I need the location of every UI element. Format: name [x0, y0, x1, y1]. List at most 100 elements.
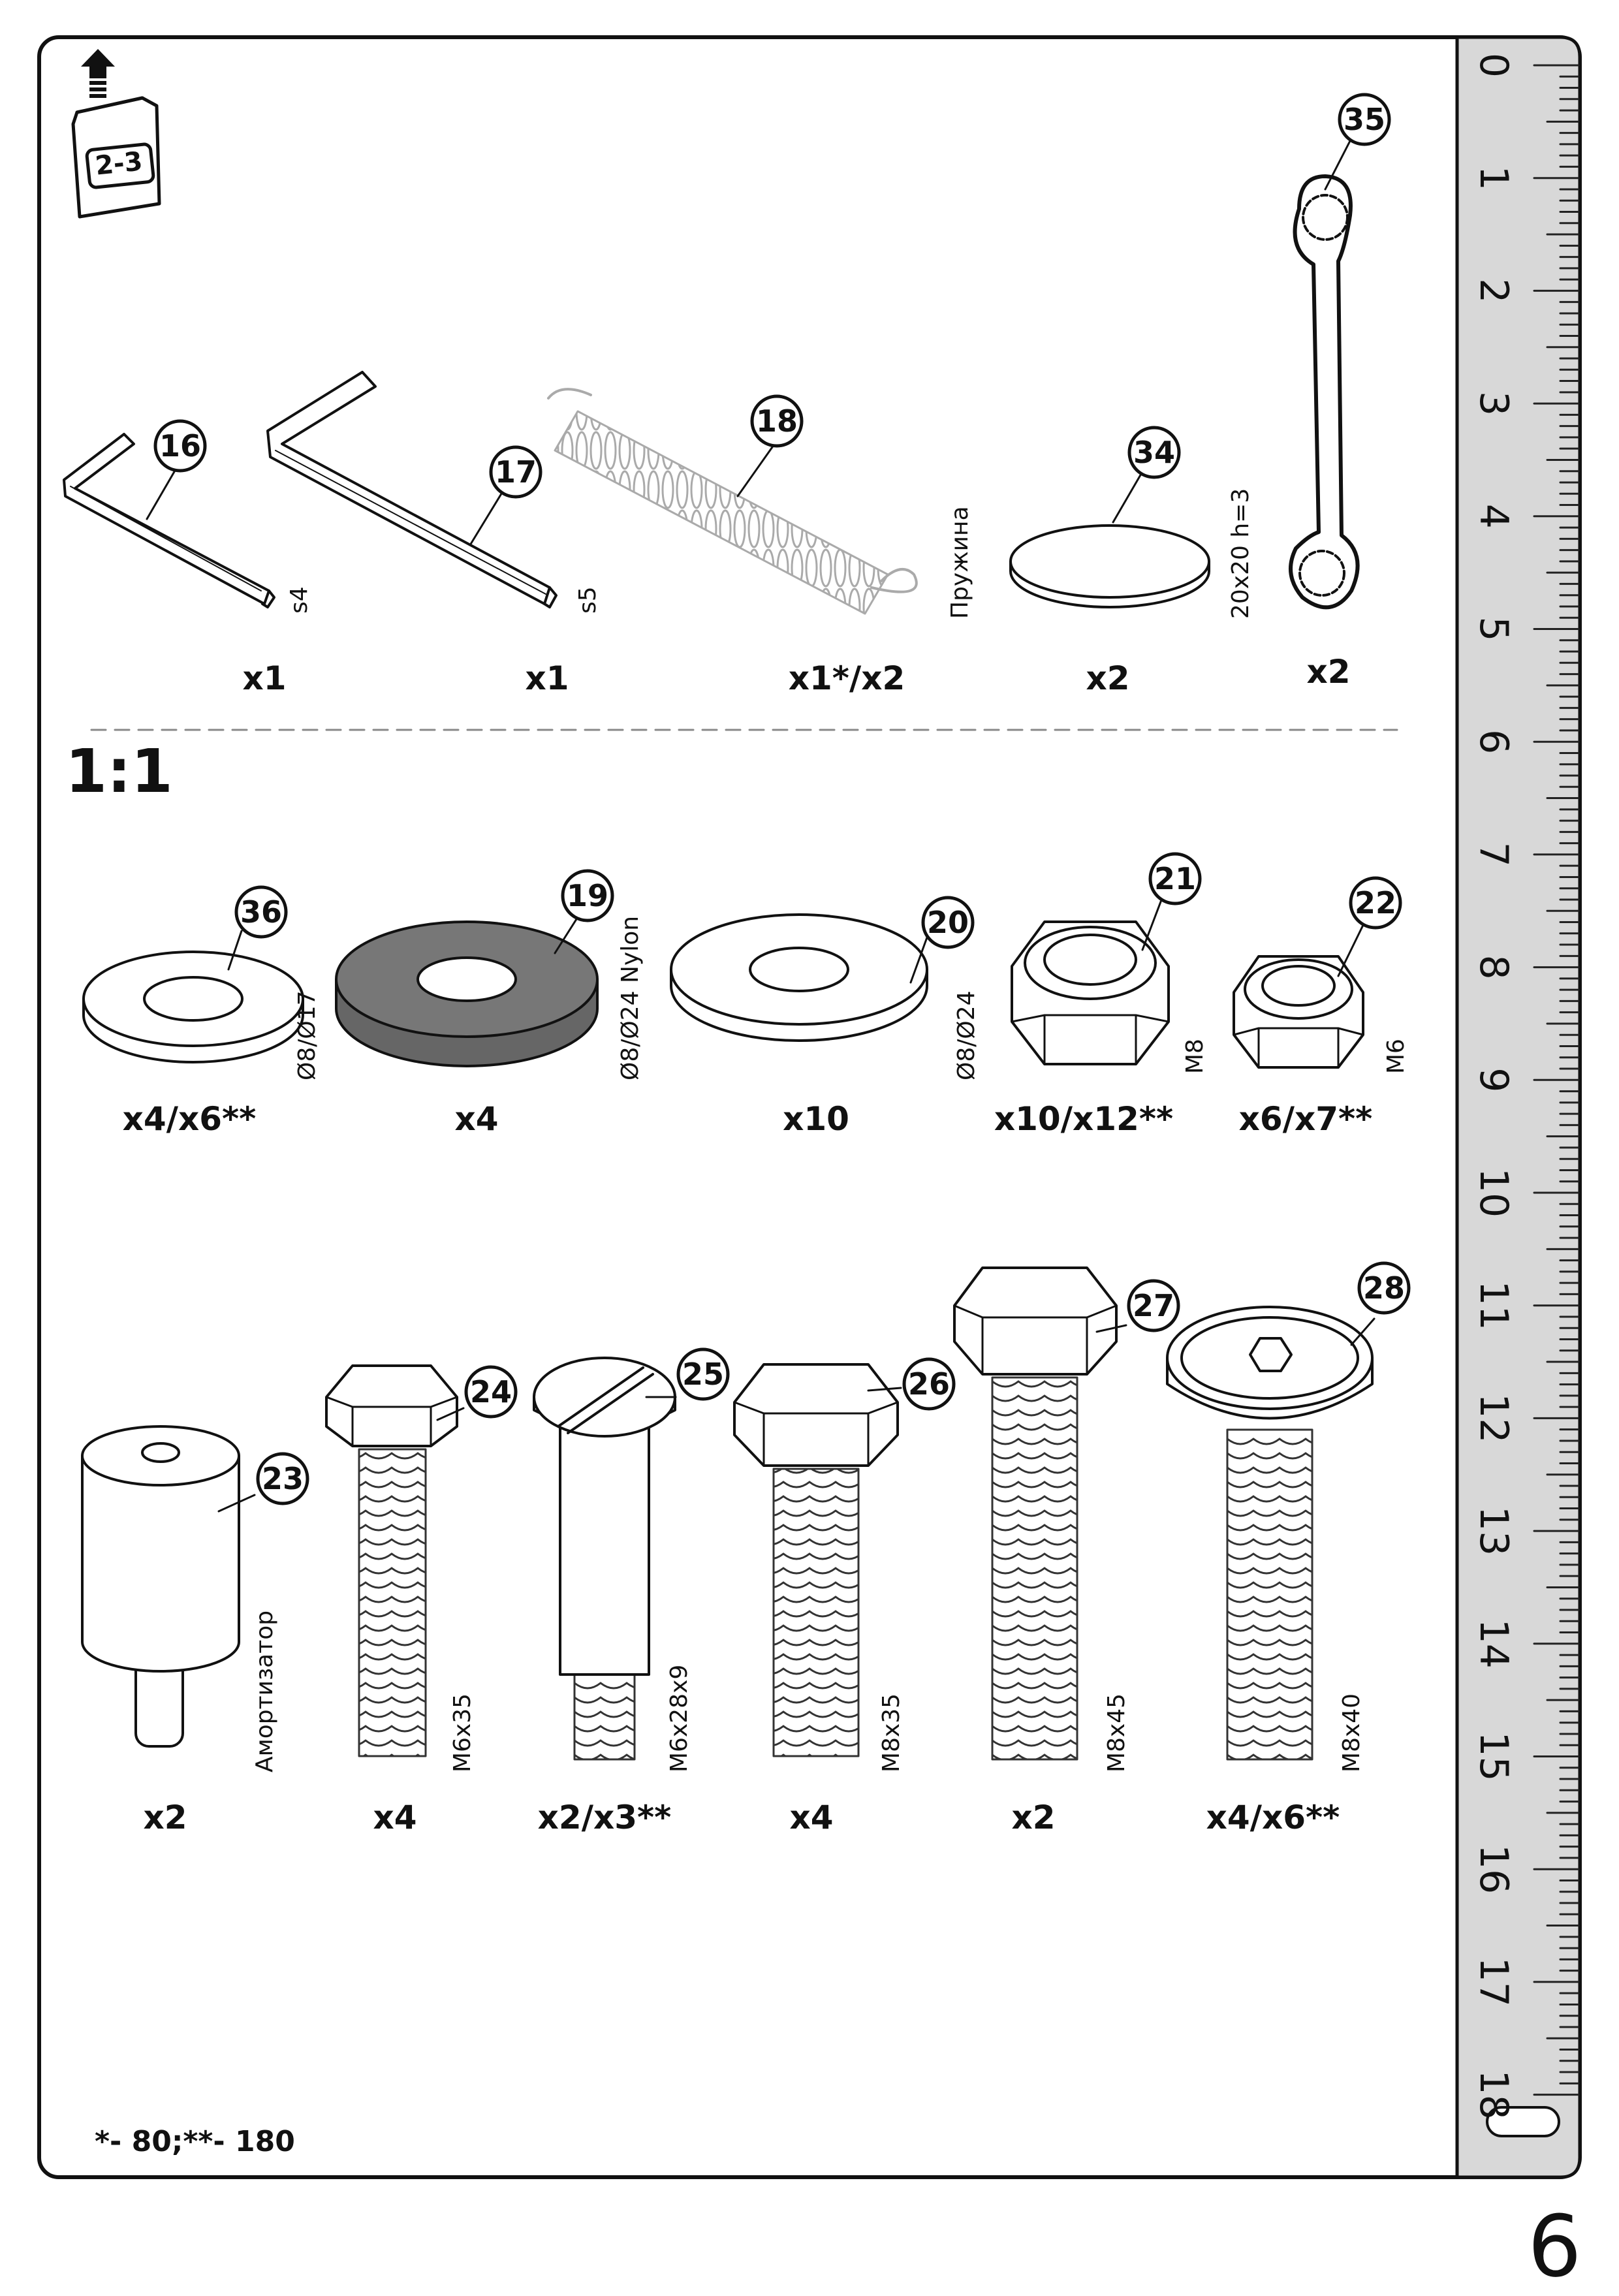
lock-nut-m6-icon	[1233, 955, 1364, 1069]
callout-circle	[464, 1365, 518, 1419]
ruler-number: 16	[1471, 1844, 1517, 1894]
quantity-label: x2	[1086, 659, 1130, 697]
quantity-label: x6/x7**	[1238, 1100, 1373, 1138]
callout-number: 26	[908, 1366, 950, 1402]
quantity-label: x2	[143, 1799, 187, 1836]
ruler-number: 15	[1471, 1731, 1517, 1781]
bolt-m6x35-icon	[325, 1364, 458, 1757]
felt-pad-icon	[1009, 524, 1210, 608]
ruler-number: 0	[1471, 53, 1517, 78]
quantity-label: x1*/x2	[788, 659, 905, 697]
callout-18: 18	[750, 394, 804, 448]
callout-circle	[561, 869, 614, 922]
ruler-number: 3	[1471, 391, 1517, 416]
callout-number: 36	[240, 894, 282, 930]
callout-number: 16	[159, 428, 201, 464]
callout-23: 23	[256, 1452, 309, 1505]
callout-number: 21	[1154, 861, 1196, 896]
callout-circle	[1357, 1261, 1411, 1315]
callout-number: 27	[1133, 1288, 1174, 1323]
box-badge: 2-3	[93, 146, 144, 181]
quantity-label: x2/x3**	[537, 1799, 672, 1836]
hex-key-s4-icon	[63, 433, 275, 608]
callout-circle	[1148, 852, 1202, 905]
spec-label: M6x35	[449, 1693, 476, 1772]
ruler-number: 7	[1471, 842, 1517, 867]
callout-20: 20	[921, 896, 975, 949]
page-number: 6	[1528, 2197, 1582, 2296]
quantity-label: x4	[789, 1799, 834, 1836]
callout-26: 26	[902, 1357, 956, 1411]
callout-number: 24	[470, 1374, 512, 1409]
bolt-m8x45-icon	[953, 1266, 1118, 1761]
callout-circle	[902, 1357, 956, 1411]
callout-circle	[921, 896, 975, 949]
ruler-number: 18	[1471, 2069, 1517, 2119]
callout-circle	[1349, 876, 1402, 930]
callout-36: 36	[234, 885, 288, 939]
ruler-hanging-slot	[1486, 2106, 1560, 2137]
quantity-label: x1	[242, 659, 287, 697]
quantity-label: x4/x6**	[122, 1100, 257, 1138]
quantity-label: x1	[525, 659, 569, 697]
ring-wrench-icon	[1289, 174, 1360, 610]
hex-key-s5-icon	[266, 371, 558, 608]
washer-8-17-icon	[82, 951, 304, 1063]
callout-number: 25	[682, 1357, 724, 1392]
quantity-label: x4/x6**	[1206, 1799, 1340, 1836]
leader-lines	[146, 137, 1375, 1513]
spring-icon	[547, 388, 918, 615]
spec-label: Ø8/Ø24	[953, 990, 980, 1080]
callout-circle	[234, 885, 288, 939]
quantity-label: x10	[783, 1100, 849, 1138]
callout-circle	[1127, 1279, 1180, 1332]
ruler-number: 5	[1471, 616, 1517, 641]
ruler	[1455, 35, 1582, 2179]
footnote: *- 80;**- 180	[95, 2125, 295, 2158]
quantity-label: x4	[373, 1799, 417, 1836]
spec-label: Амортизатор	[251, 1610, 278, 1772]
callout-circle	[1127, 426, 1181, 479]
bolt-m8x35-icon	[733, 1363, 899, 1757]
callout-circle	[153, 419, 207, 473]
spec-label: s5	[574, 586, 601, 614]
ruler-number: 6	[1471, 729, 1517, 754]
callout-number: 22	[1355, 885, 1396, 920]
nylon-washer-icon	[335, 920, 599, 1067]
spec-label: 20x20 h=3	[1227, 488, 1254, 619]
spec-label: M6x28x9	[666, 1664, 693, 1772]
ruler-number: 9	[1471, 1067, 1517, 1092]
ruler-number: 2	[1471, 278, 1517, 303]
callout-circle	[256, 1452, 309, 1505]
callout-number: 17	[495, 454, 537, 490]
callout-number: 18	[756, 403, 798, 439]
callout-number: 28	[1363, 1270, 1405, 1306]
washer-8-24-icon	[670, 913, 928, 1042]
quantity-label: x4	[454, 1100, 499, 1138]
callout-circle	[489, 445, 542, 499]
shoulder-bolt-icon	[533, 1357, 676, 1761]
ruler-number: 1	[1471, 166, 1517, 191]
bolt-m8x40-icon	[1166, 1306, 1374, 1761]
spec-label: M8	[1182, 1039, 1208, 1074]
callout-25: 25	[676, 1347, 730, 1401]
callout-number: 23	[262, 1461, 304, 1496]
ruler-number: 4	[1471, 504, 1517, 529]
spec-label: M8x40	[1338, 1693, 1365, 1772]
callout-number: 20	[927, 905, 969, 940]
spec-label: Пружина	[947, 506, 973, 619]
spec-label: M8x45	[1103, 1693, 1130, 1772]
quantity-label: x2	[1011, 1799, 1056, 1836]
box-icon	[71, 49, 161, 219]
callout-22: 22	[1349, 876, 1402, 930]
callout-35: 35	[1338, 93, 1391, 146]
ruler-number: 8	[1471, 955, 1517, 980]
quantity-label: x2	[1306, 653, 1351, 691]
callout-34: 34	[1127, 426, 1181, 479]
lock-nut-m8-icon	[1011, 920, 1170, 1065]
callout-19: 19	[561, 869, 614, 922]
callout-27: 27	[1127, 1279, 1180, 1332]
callout-circle	[1338, 93, 1391, 146]
ruler-number: 12	[1471, 1393, 1517, 1443]
